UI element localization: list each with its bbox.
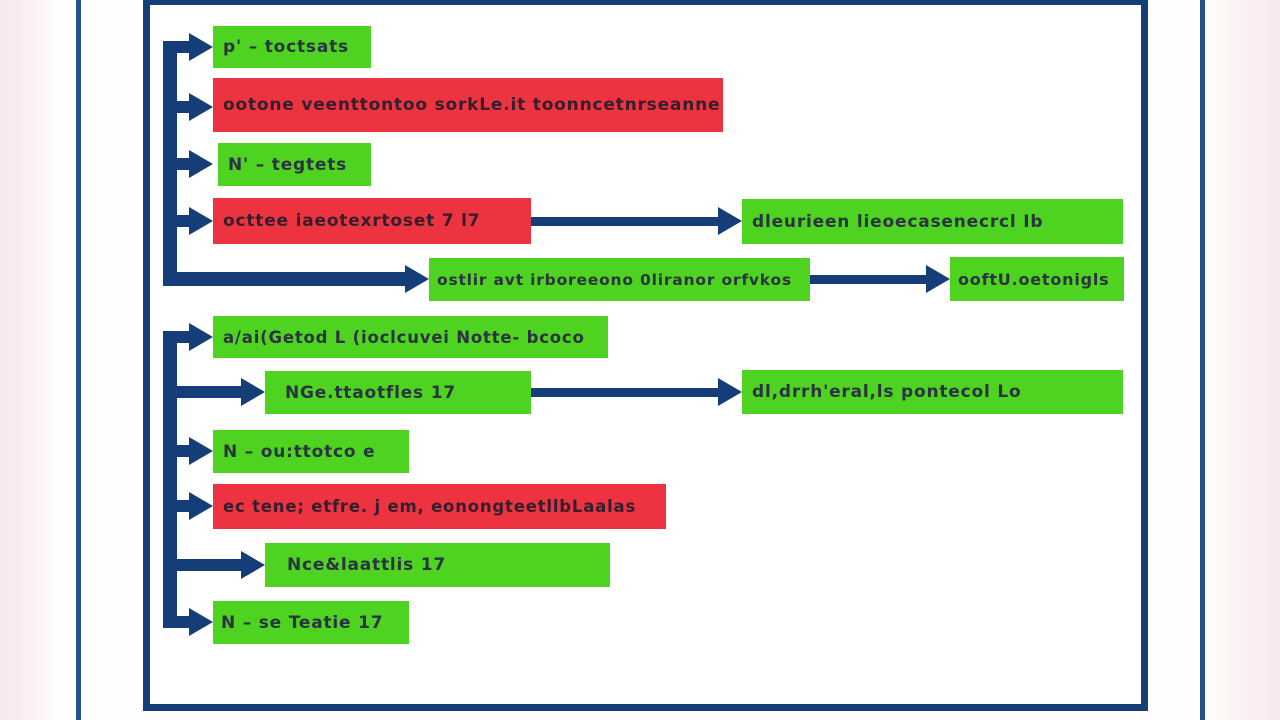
- flow-node-10: Nce&laattlis 17: [265, 543, 610, 587]
- flow-node-4: octtee iaeotexrtoset 7 l7: [213, 198, 531, 244]
- branch-arrow: [163, 445, 191, 457]
- flow-node-6: a/ai(Getod L (ioclcuvei Notte- bcoco: [213, 316, 608, 358]
- arrow-head-icon: [241, 378, 265, 406]
- flow-node-7: NGe.ttaotfles 17: [265, 371, 531, 414]
- branch-arrow: [163, 158, 191, 170]
- arrow-head-icon: [189, 207, 213, 235]
- branch-arrow: [163, 386, 243, 398]
- branch-arrow: [163, 272, 406, 286]
- branch-arrow: [163, 331, 191, 343]
- flow-node-5r: ooftU.oetonigls: [950, 257, 1124, 301]
- arrow-head-icon: [189, 492, 213, 520]
- right-rule: [1200, 0, 1205, 720]
- flow-node-5: ostlir avt irboreeono 0liranor orfvkos: [429, 258, 810, 301]
- arrow-head-icon: [189, 608, 213, 636]
- flow-node-1: p' – toctsats: [213, 26, 371, 68]
- flow-node-9: ec tene; etfre. j em, eonongteetllbLaala…: [213, 484, 666, 529]
- arrow-head-icon: [718, 207, 742, 235]
- arrow-head-icon: [405, 265, 429, 293]
- branch-arrow: [163, 559, 243, 571]
- right-pink-band: [1212, 0, 1280, 720]
- flow-node-2: ootone veenttontoo sorkLe.it toonncetnrs…: [213, 78, 723, 132]
- arrow-head-icon: [189, 437, 213, 465]
- arrow-head-icon: [718, 378, 742, 406]
- flow-node-7r: dl,drrh'eral,ls pontecol Lo: [742, 370, 1123, 414]
- branch-arrow: [163, 500, 191, 512]
- branch-arrow: [163, 101, 191, 113]
- left-rule: [76, 0, 81, 720]
- arrow-head-icon: [189, 33, 213, 61]
- arrow-head-icon: [189, 150, 213, 178]
- branch-arrow: [163, 215, 191, 227]
- lower-spine: [163, 331, 177, 628]
- arrow-head-icon: [189, 323, 213, 351]
- flow-node-11: N – se Teatie 17: [213, 601, 409, 644]
- arrow-head-icon: [926, 265, 950, 293]
- arrow-head-icon: [241, 551, 265, 579]
- connector-arrow: [531, 217, 719, 226]
- flow-node-4r: dleurieen lieoecasenecrcl Ib: [742, 199, 1123, 244]
- branch-arrow: [163, 41, 191, 53]
- left-pink-band: [0, 0, 57, 720]
- connector-arrow: [531, 388, 719, 397]
- flow-node-3: N' – tegtets: [218, 143, 371, 186]
- connector-arrow: [810, 275, 927, 284]
- arrow-head-icon: [189, 93, 213, 121]
- flow-node-8: N – ou:ttotco e: [213, 430, 409, 473]
- branch-arrow: [163, 616, 191, 628]
